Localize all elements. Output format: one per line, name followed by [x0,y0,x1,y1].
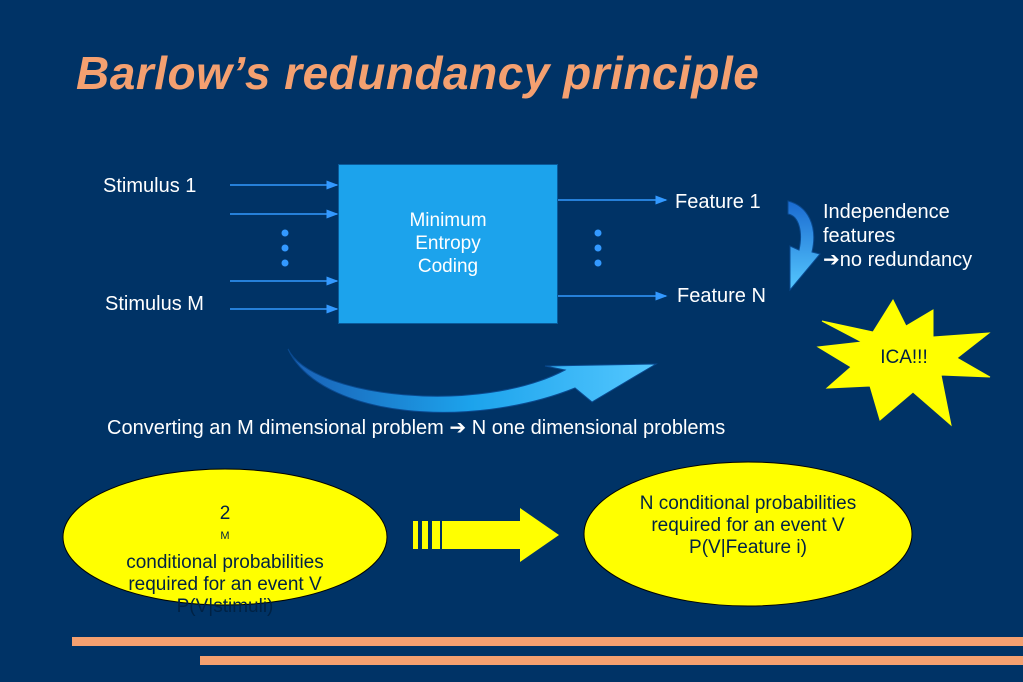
slide-title: Barlow’s redundancy principle [76,47,760,99]
box-line-2: Entropy [415,233,481,254]
minimum-entropy-coding-box: Minimum Entropy Coding [338,164,558,324]
independence-line-1: Independence [823,201,950,223]
left-ellipse-line-3: P(V|stimuli) [176,596,274,618]
caption-left: Converting an M dimensional problem [107,417,444,439]
feature-n-label: Feature N [677,285,766,307]
right-ellipse-line-1: N conditional probabilities [639,493,857,514]
striped-arrow-icon [413,508,559,562]
feature-1-label: Feature 1 [675,191,761,213]
box-line-3: Coding [417,256,479,277]
power-exponent: M [220,530,230,542]
right-ellipse-line-3: P(V|Feature i) [689,537,807,558]
no-redundancy-text: no redundancy [839,249,973,271]
left-ellipse-line-1-rest: conditional probabilities [126,552,324,574]
right-ellipse [583,461,913,607]
box-line-1: Minimum [409,210,487,231]
conversion-caption: Converting an M dimensional problem ➔ N … [107,416,725,440]
caption-arrow-icon: ➔ [449,417,467,439]
box-text: Minimum Entropy Coding [339,209,557,278]
decorative-bar-bottom [200,656,1023,665]
independence-line-2: features [823,225,896,247]
left-ellipse [62,468,388,606]
implies-arrow-icon: ➔ [823,249,840,271]
stimulus-1-label: Stimulus 1 [103,175,197,197]
input-ellipsis-dots [281,229,289,267]
swoop-arrow-icon [287,348,658,413]
decorative-bar-top [72,637,1023,646]
right-ellipse-text: N conditional probabilities required for… [598,493,898,559]
right-ellipse-line-2: required for an event V [651,515,845,536]
independence-line-3: ➔no redundancy [823,248,972,272]
curved-arrow-icon [787,200,821,292]
caption-right: N one dimensional problems [471,417,726,439]
stimulus-m-label: Stimulus M [105,293,204,315]
left-ellipse-line-2: required for an event V [128,574,322,596]
ica-label: ICA!!! [880,347,928,368]
power-base: 2 [219,503,231,524]
output-ellipsis-dots [594,229,602,267]
starburst-shape [816,298,991,427]
independence-note: Independence features ➔no redundancy [823,200,972,272]
